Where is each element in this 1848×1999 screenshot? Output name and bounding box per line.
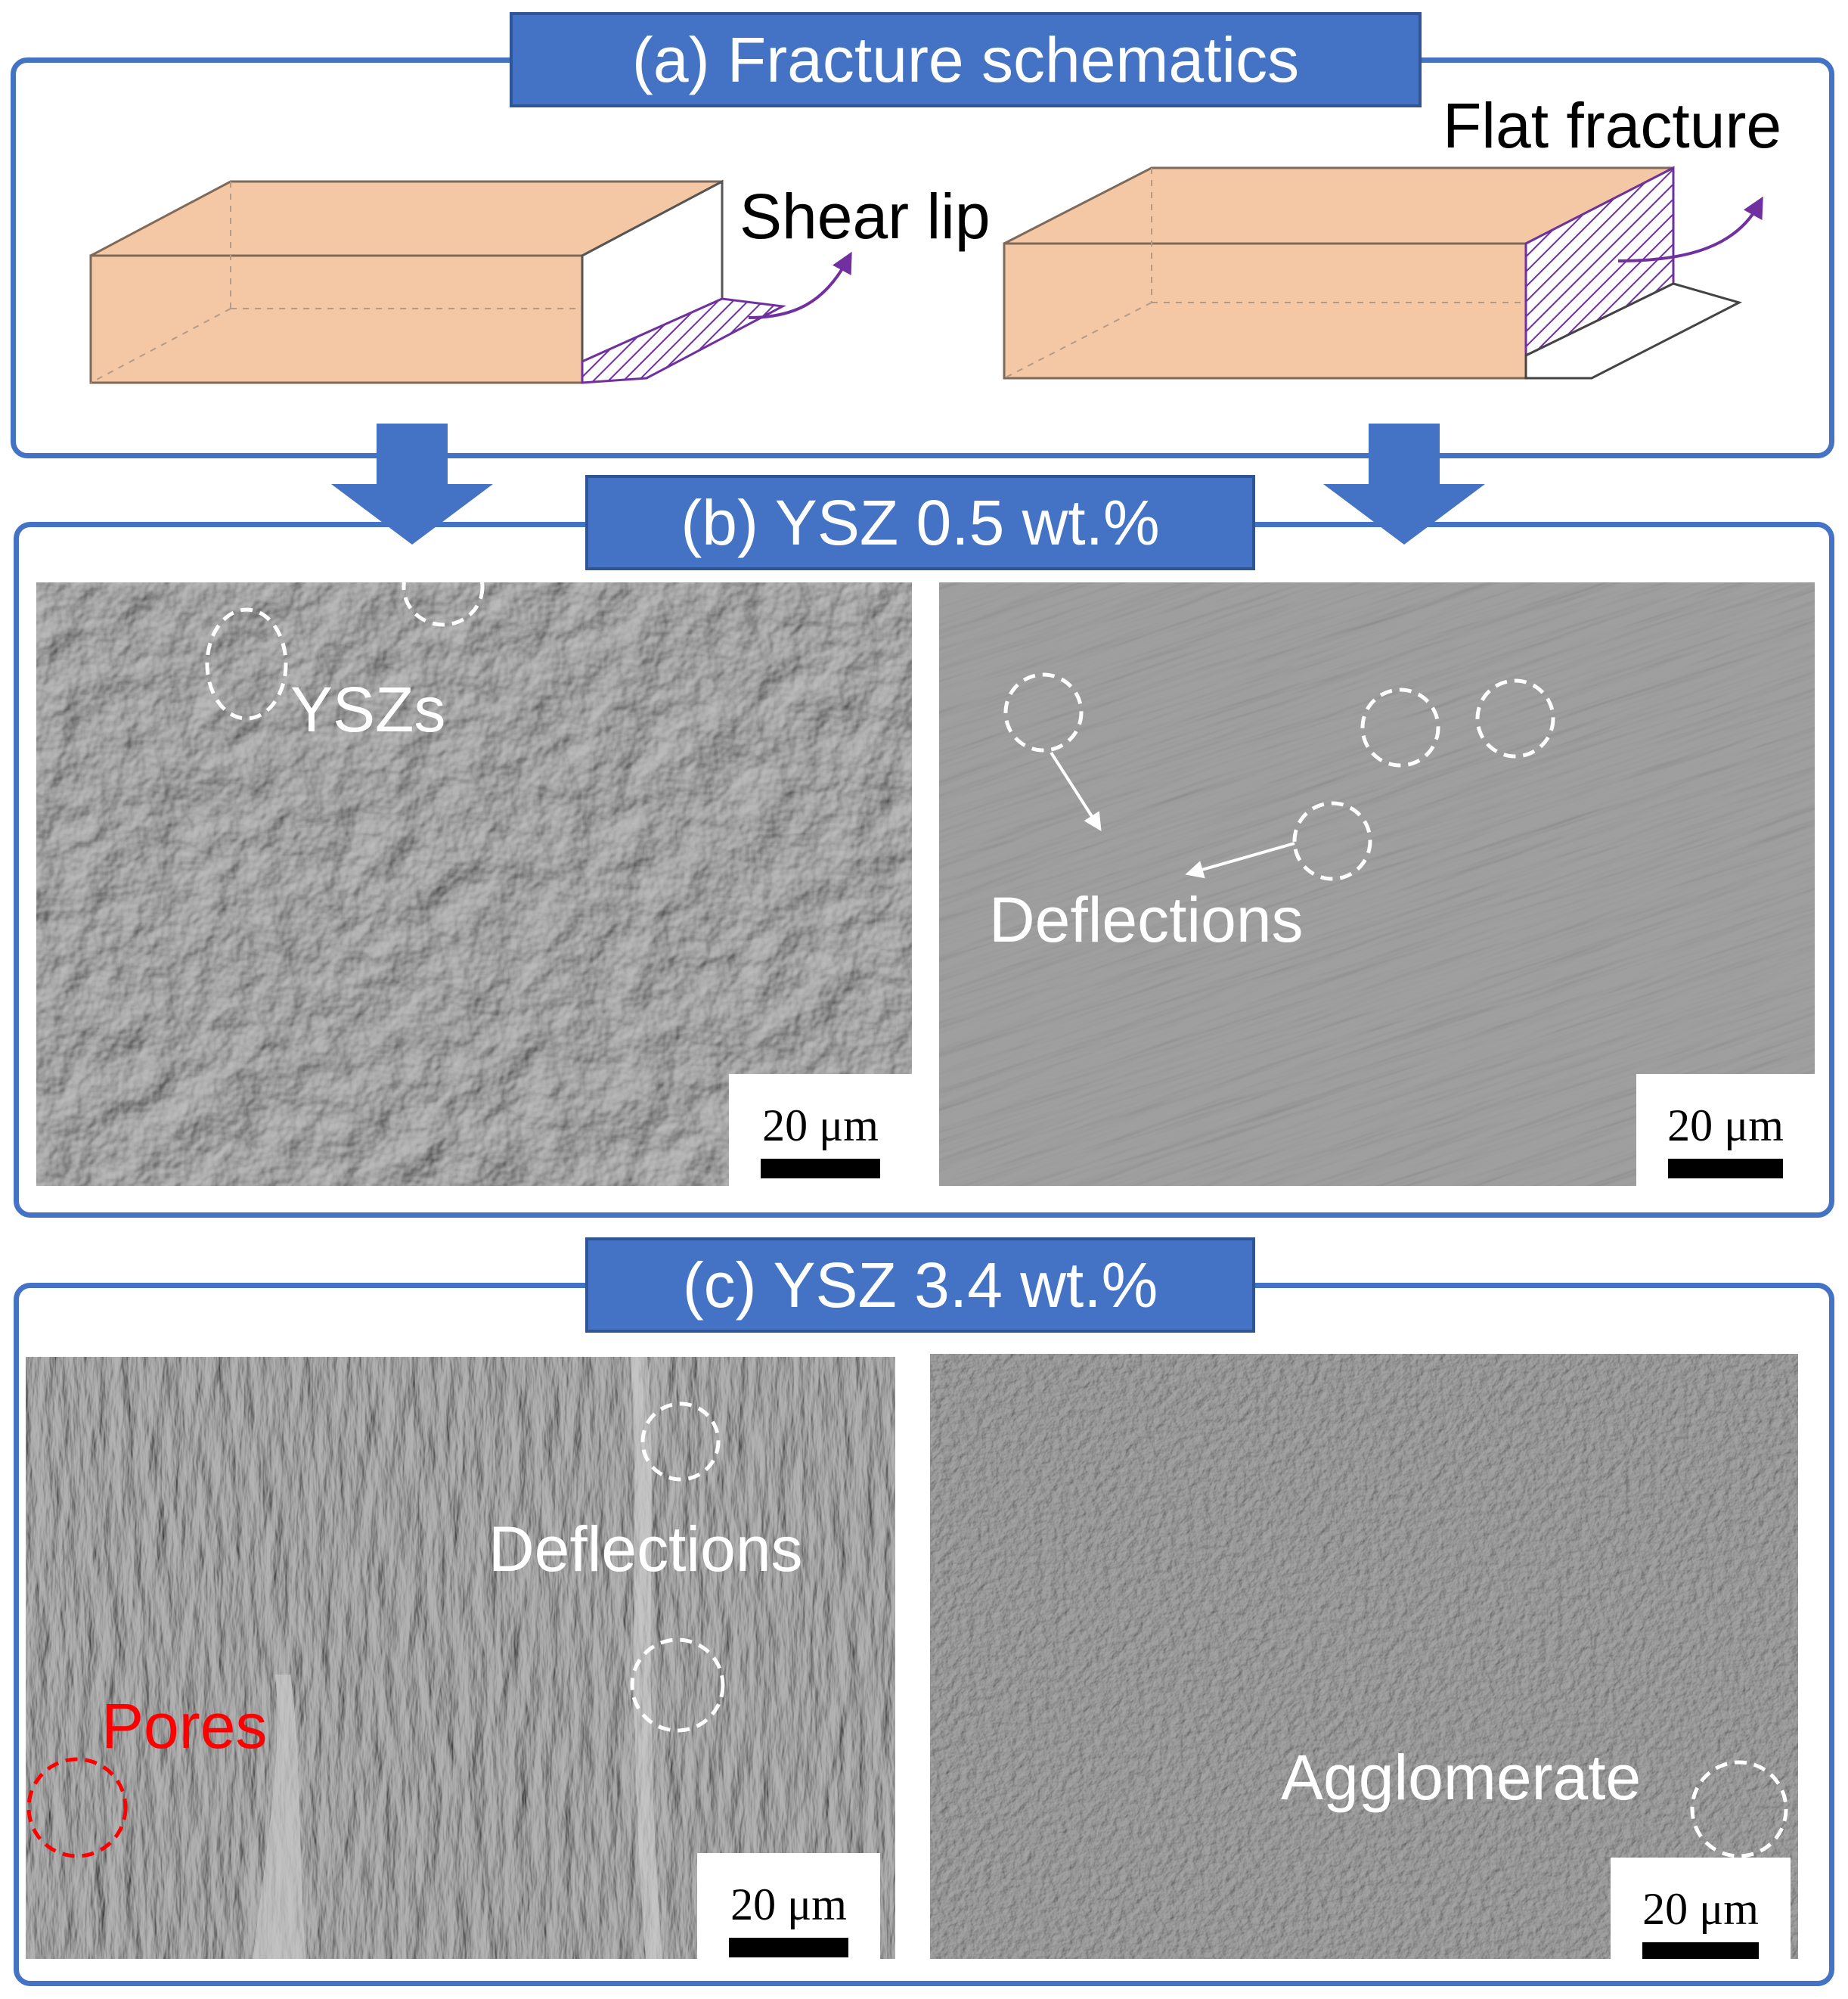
deflections-annotation: Deflections (488, 1513, 803, 1585)
panel-b-title: (b) YSZ 0.5 wt.% (585, 475, 1255, 570)
pore-circle (26, 1757, 128, 1858)
agglomerate-circle (1690, 1760, 1788, 1858)
sem-image-b-right: Deflections 20 μm (939, 582, 1815, 1186)
sem-image-c-right: Agglomerate 20 μm (930, 1354, 1798, 1959)
sem-image-c-left: Deflections Pores 20 μm (26, 1357, 895, 1959)
scale-bar-label: 20 μm (762, 1100, 879, 1150)
panel-a-title: (a) Fracture schematics (510, 12, 1422, 107)
down-arrow-heads (331, 484, 1485, 545)
scale-bar-label: 20 μm (1667, 1100, 1784, 1150)
scale-bar-c-left: 20 μm (697, 1853, 880, 1959)
deflection-circle (630, 1637, 725, 1733)
down-arrow-left-icon (331, 424, 493, 484)
flat-fracture-arrow (1617, 196, 1763, 262)
deflection-circle (1360, 688, 1440, 768)
shear-lip-hatch (581, 297, 786, 384)
pores-annotation: Pores (101, 1690, 268, 1762)
scale-bar-label: 20 μm (730, 1879, 847, 1929)
deflection-circle (1292, 801, 1372, 881)
ysz-circle (402, 582, 485, 627)
down-arrow-right-icon (1323, 424, 1485, 484)
scale-bar-label: 20 μm (1642, 1884, 1759, 1934)
scale-bar-line (1668, 1159, 1783, 1178)
deflection-circle (1003, 672, 1084, 753)
panel-c-title: (c) YSZ 3.4 wt.% (585, 1237, 1255, 1333)
ysz-circle (205, 607, 288, 721)
deflection-circle (1475, 678, 1555, 759)
right-specimen (1003, 166, 1763, 380)
scale-bar-c-right: 20 μm (1611, 1858, 1791, 1959)
agglomerate-annotation: Agglomerate (1281, 1742, 1642, 1813)
deflections-annotation: Deflections (989, 884, 1304, 955)
deflection-arrow (1185, 842, 1295, 879)
deflection-arrow (1050, 751, 1102, 832)
scale-bar-line (729, 1938, 848, 1957)
left-specimen (89, 179, 852, 384)
scale-bar-line (761, 1159, 880, 1178)
shear-lip-arrow (748, 251, 852, 319)
sem-image-b-left: YSZs 20 μm (36, 582, 912, 1186)
scale-bar-b-right: 20 μm (1636, 1074, 1815, 1186)
scale-bar-line (1642, 1942, 1759, 1959)
ysz-annotation: YSZs (290, 674, 446, 745)
deflection-circle (640, 1401, 721, 1482)
flat-fracture-label: Flat fracture (1443, 90, 1782, 161)
shear-lip-label: Shear lip (740, 181, 991, 252)
panel-a-schematic (89, 166, 1763, 484)
scale-bar-b-left: 20 μm (729, 1074, 912, 1186)
